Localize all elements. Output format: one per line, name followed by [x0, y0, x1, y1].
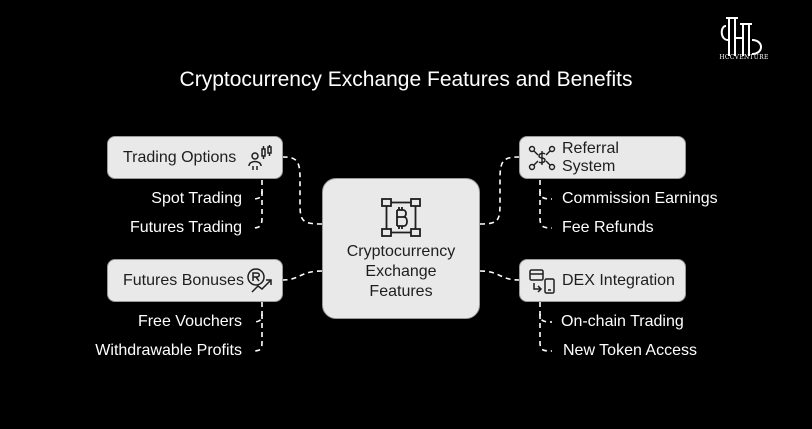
new-token-access-label: New Token Access: [563, 342, 697, 359]
connector-new-token-access: [539, 314, 553, 352]
connector-futures-trading: [251, 191, 263, 229]
hccventure-logo: [720, 17, 762, 56]
referral-system-label: Referral System: [562, 139, 619, 175]
futures-trading-label: Futures Trading: [129, 219, 242, 236]
connector-commission-earnings: [539, 180, 553, 200]
logo-text: HCCVENTURE: [719, 54, 769, 61]
center-text-line-3: Features: [369, 283, 433, 300]
connector-on-chain-trading: [539, 302, 553, 323]
center-text-line-2: Exchange: [365, 263, 437, 280]
fee-refunds-label: Fee Refunds: [562, 219, 654, 236]
connector-futures-bonuses: [282, 270, 323, 281]
wallet-swap-icon: [529, 268, 555, 294]
connector-referral-system: [479, 156, 520, 225]
connector-dex-integration: [479, 270, 520, 281]
connector-trading-options: [282, 156, 323, 225]
connector-free-vouchers: [251, 302, 263, 323]
commission-earnings-label: Commission Earnings: [562, 190, 718, 207]
candlestick-person-icon: [248, 144, 272, 170]
connector-spot-trading: [251, 180, 263, 200]
connector-fee-refunds: [539, 191, 553, 229]
center-text-line-1: Cryptocurrency: [346, 243, 456, 260]
withdrawable-profits-label: Withdrawable Profits: [95, 342, 242, 359]
registered-growth-icon: [247, 267, 272, 293]
trading-options-node: Trading Options: [107, 136, 283, 179]
on-chain-trading-label: On-chain Trading: [561, 313, 684, 330]
free-vouchers-label: Free Vouchers: [137, 313, 242, 330]
spot-trading-label: Spot Trading: [151, 190, 242, 207]
center-node: Cryptocurrency Exchange Features: [322, 178, 480, 319]
connector-withdrawable-profits: [251, 314, 263, 352]
referral-network-icon: [528, 145, 556, 170]
dex-integration-label: DEX Integration: [562, 271, 675, 289]
futures-bonuses-label: Futures Bonuses: [123, 271, 244, 289]
referral-system-node: Referral System: [519, 136, 686, 179]
futures-bonuses-node: Futures Bonuses: [107, 259, 283, 302]
trading-options-label: Trading Options: [123, 148, 237, 166]
page-title: Cryptocurrency Exchange Features and Ben…: [179, 68, 633, 91]
dex-integration-node: DEX Integration: [519, 259, 686, 302]
blockchain-bitcoin-icon: [381, 198, 421, 237]
